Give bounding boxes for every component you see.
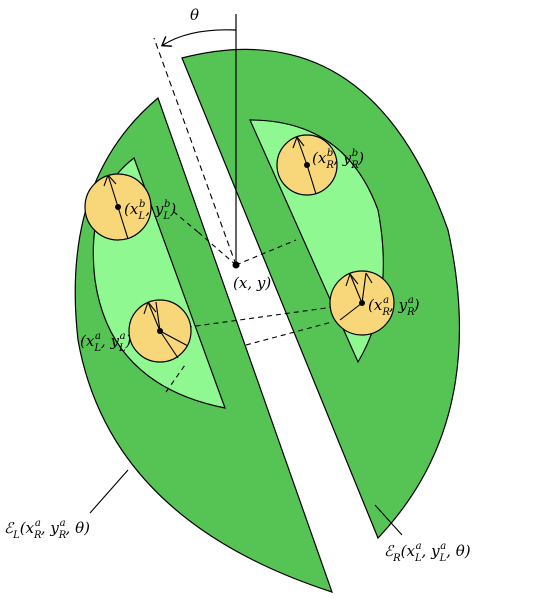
theta-label: θ [190,6,199,24]
dashed-connector-e [245,321,333,346]
disk-left-a [128,299,192,363]
region-left-label: ℰL(xRa, yRa, θ) [4,518,90,541]
left-b-label: (xLb, yLb) [124,199,176,222]
right-outer-region [181,48,461,540]
right-a-label: (xRa, yRa) [368,295,420,318]
disk-right-b [276,134,338,196]
orientation-dashed-line [153,37,237,266]
center-point [232,261,240,269]
disk-left-b [84,173,152,241]
dashed-connector-f [165,364,186,393]
dashed-connector-c [235,239,297,266]
left-a-label: (xLa, yLa) [80,331,132,354]
dashed-connector-a [159,302,363,332]
theta-arc-arrow [163,29,237,45]
region-right-label: ℰR(xLa, yLa, θ) [384,541,471,564]
leader-left [89,469,129,514]
center-label: (x, y) [233,274,271,292]
disk-right-a [329,270,395,336]
leader-right [374,504,403,536]
right-b-label: (xRb, yRb) [312,148,364,171]
